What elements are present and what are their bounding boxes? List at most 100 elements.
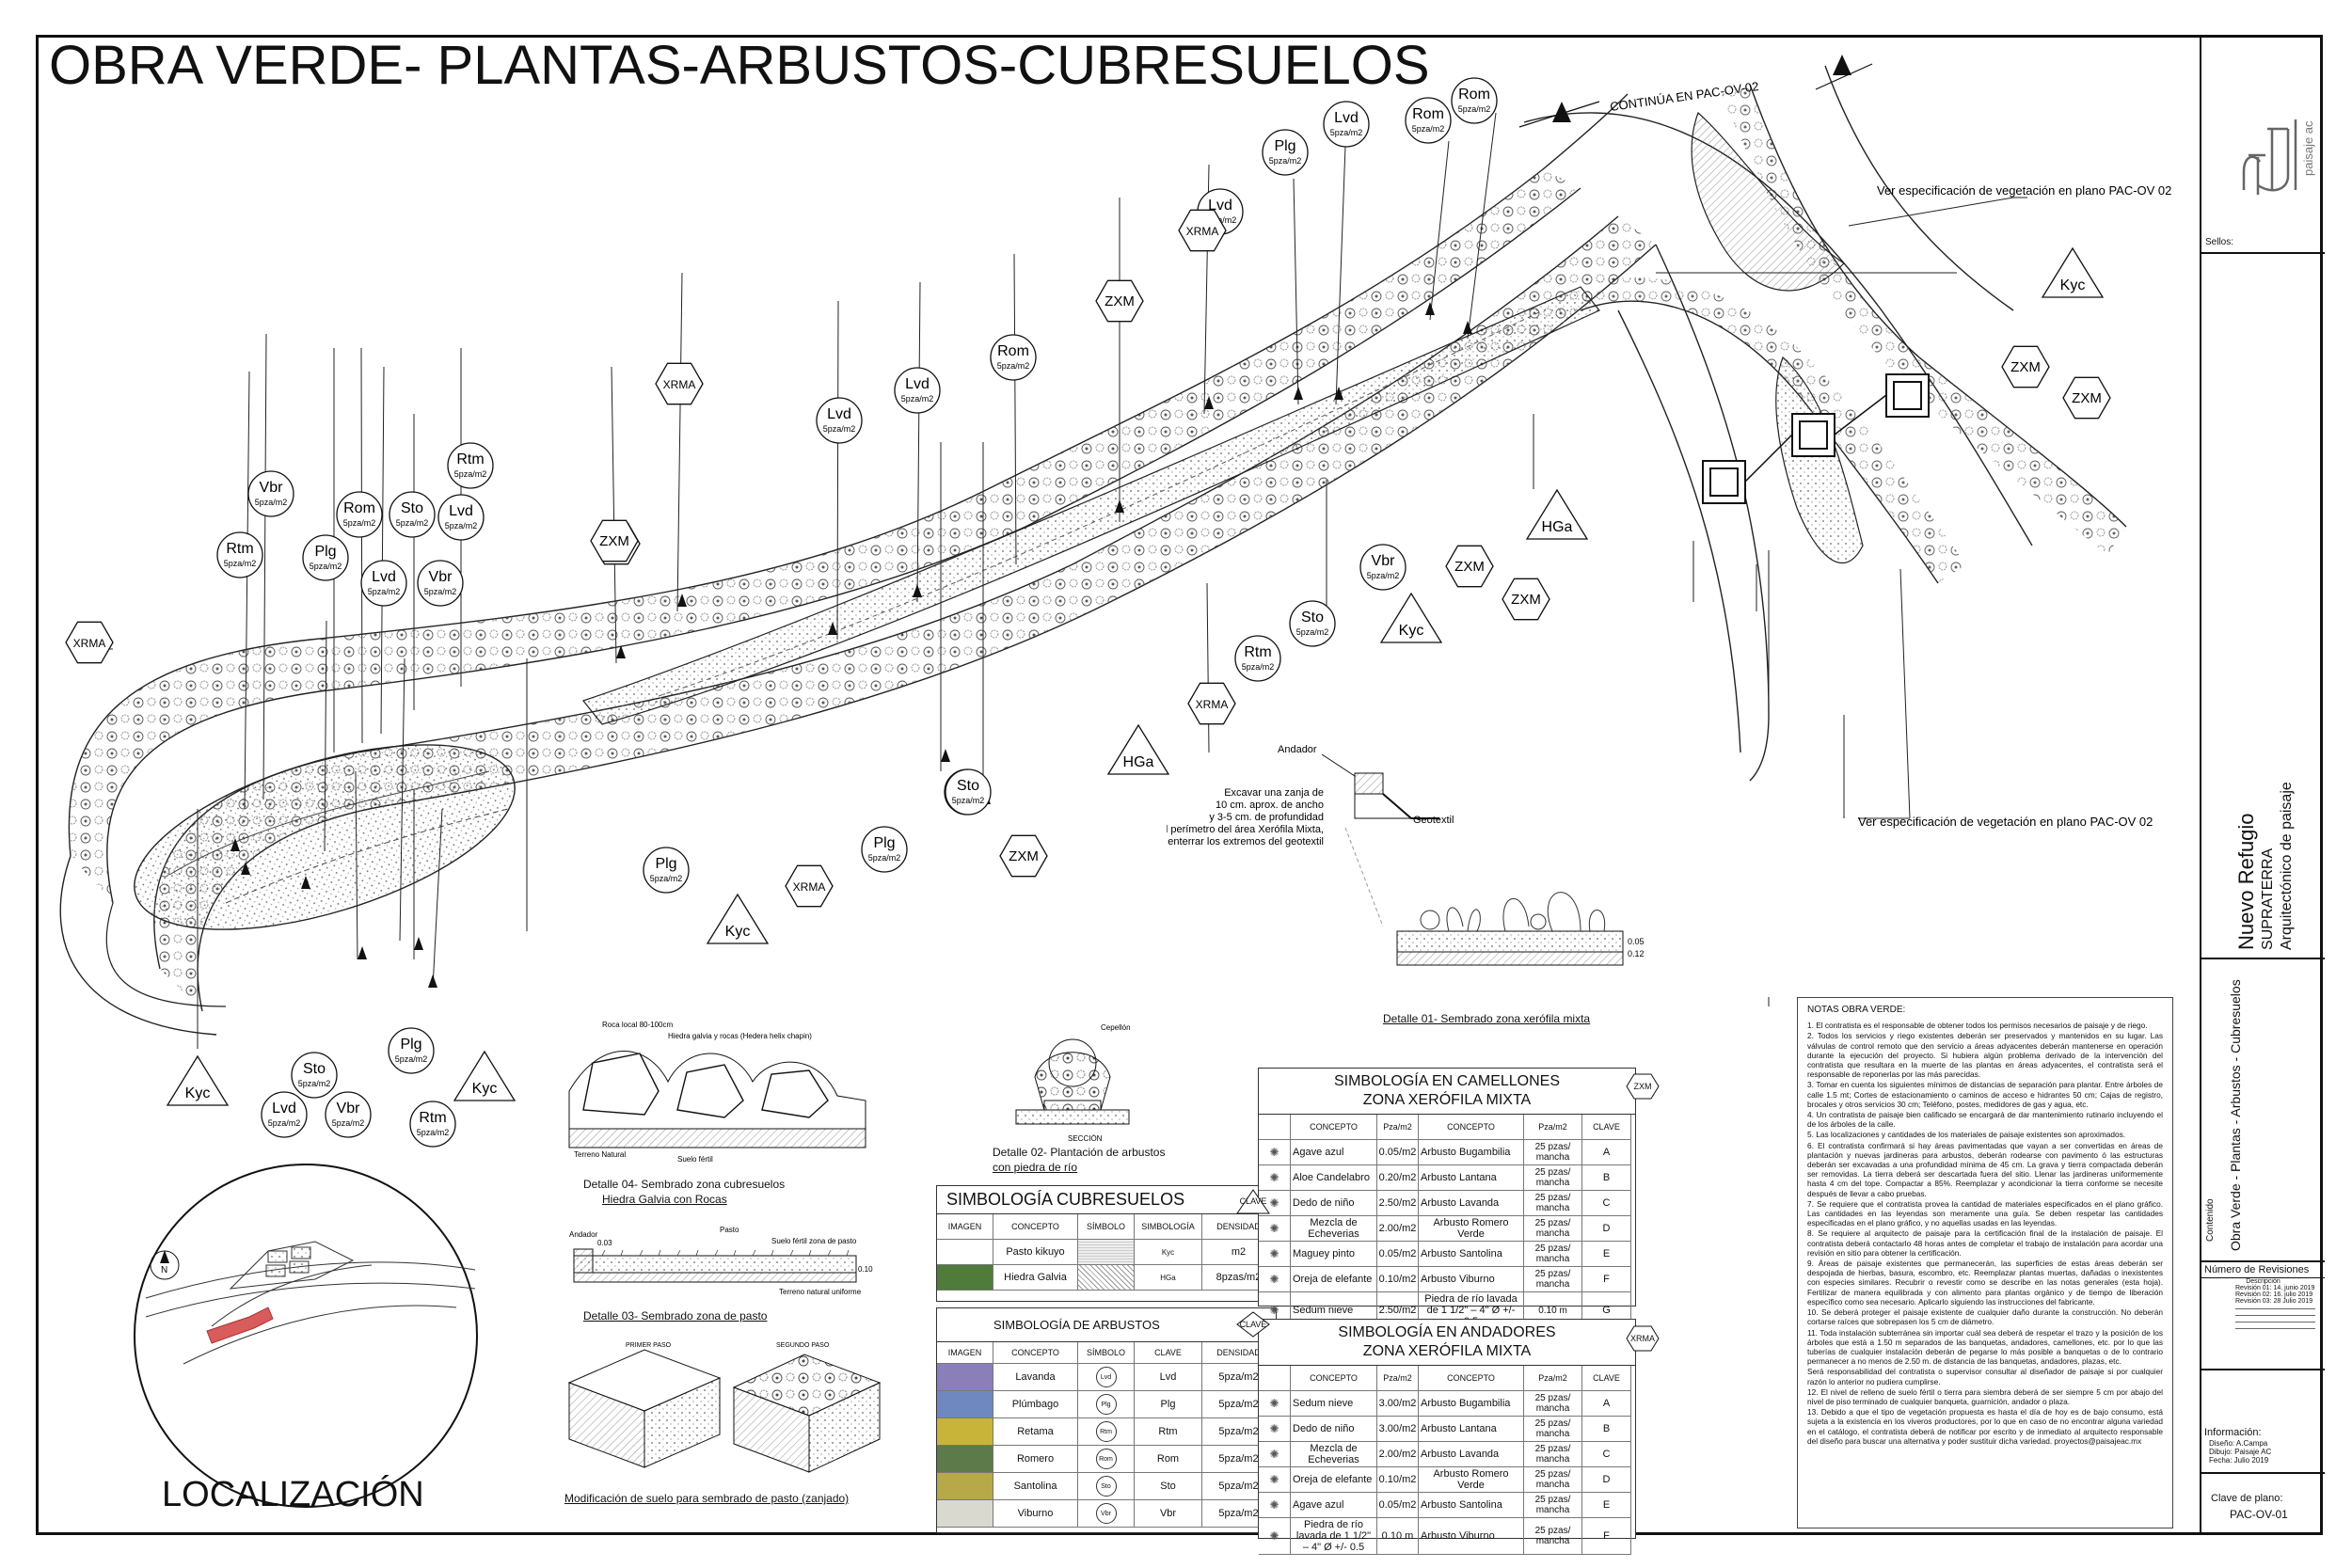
table-andadores-title: SIMBOLOGÍA EN ANDADORES ZONA XERÓFILA MI… xyxy=(1259,1320,1635,1366)
callout-density: 5pza/m2 xyxy=(417,1128,450,1137)
badge-clave-arb: CLAVE xyxy=(1235,1310,1271,1338)
note-item: 1. El contratista es el responsable de o… xyxy=(1807,1021,2148,1031)
table-camellones: SIMBOLOGÍA EN CAMELLONES ZONA XERÓFILA M… xyxy=(1258,1068,1636,1329)
table-cell-concepto: Retama xyxy=(993,1418,1078,1446)
badge-clave-cub: CLAVE xyxy=(1235,1187,1271,1215)
road-curve-left-2 xyxy=(105,902,227,1007)
note-item: 9. Áreas de paisaje existentes que perma… xyxy=(1807,1259,2163,1307)
table-cell-clave: B xyxy=(1582,1165,1631,1191)
project-type: Arquitectónico de paisaje xyxy=(2279,782,2295,950)
symbol-circle: Plg xyxy=(1095,1394,1117,1415)
callout-density: 5pza/m2 xyxy=(901,394,934,404)
callout-density: 5pza/m2 xyxy=(1242,662,1275,672)
hex-xrma: XRMA xyxy=(785,864,834,908)
table-cell-concepto: Agave azul xyxy=(1291,1493,1377,1518)
sheet-frame xyxy=(36,35,2323,1535)
symbol-circle: Vbr xyxy=(1095,1503,1117,1524)
table-cell-concepto: Piedra de río lavada de 1 1/2" – 4" Ø +/… xyxy=(1291,1518,1377,1555)
site-plan: Rom5pza/m2Rom5pza/m2Lvd5pza/m2Plg5pza/m2… xyxy=(59,55,2171,1148)
detail-04-drawing: Roca local 80-100cm Hiedra galvia y roca… xyxy=(568,1021,866,1164)
revision-3: Revisión 03: 28 Julio 2019 xyxy=(2235,1298,2313,1305)
callout-code: Sto xyxy=(401,500,423,516)
table-symbol xyxy=(1078,1240,1135,1265)
callout-density: 5pza/m2 xyxy=(255,498,288,507)
table-header: CONCEPTO xyxy=(1419,1115,1524,1140)
table-cell-clave: B xyxy=(1582,1417,1631,1442)
table-header: IMAGEN xyxy=(937,1214,993,1240)
table-cell-pza: 0.10 m xyxy=(1377,1518,1419,1555)
table-cell-pza-2: 25 pzas/ mancha xyxy=(1524,1165,1582,1191)
table-cell-concepto-2: Arbusto Lantana xyxy=(1419,1417,1524,1442)
table-image xyxy=(937,1240,993,1265)
table-cell-clave: Sto xyxy=(1135,1473,1202,1500)
hex-zxm: ZXM xyxy=(999,834,1048,878)
table-symbol: Rtm xyxy=(1078,1418,1135,1446)
table-cell-pza-2: 25 pzas/ mancha xyxy=(1524,1467,1582,1493)
table-plant-icon: ✺ xyxy=(1259,1518,1291,1555)
page-title: OBRA VERDE- PLANTAS-ARBUSTOS-CUBRESUELOS xyxy=(49,35,1430,96)
table-header: SÍMBOLO xyxy=(1078,1342,1135,1364)
note-item: 8. Se requiere al arquitecto de paisaje … xyxy=(1807,1228,2163,1258)
table-cell-concepto: Lavanda xyxy=(993,1364,1078,1391)
svg-text:PRIMER PASO: PRIMER PASO xyxy=(626,1342,672,1349)
plant-icon: ✺ xyxy=(1269,1473,1279,1486)
excavar-note: Excavar una zanja de 10 cm. aprox. de an… xyxy=(1167,787,1324,847)
plant-icon: ✺ xyxy=(1269,1247,1279,1260)
triangle-kyc: Kyc xyxy=(1379,592,1443,643)
location-title: LOCALIZACIÓN xyxy=(162,1475,424,1514)
table-header: Pza/m2 xyxy=(1377,1366,1419,1391)
callout-code: Rom xyxy=(997,343,1029,359)
detail-05-caption: Modificación de suelo para sembrado de p… xyxy=(564,1492,850,1505)
project-client: SUPRATERRA xyxy=(2260,847,2276,950)
callout-density: 5pza/m2 xyxy=(952,796,985,805)
location-map: N xyxy=(134,1164,478,1508)
svg-text:10 cm. aprox. de ancho: 10 cm. aprox. de ancho xyxy=(1216,800,1324,811)
hex-xrma: XRMA xyxy=(1178,209,1227,252)
callout-density: 5pza/m2 xyxy=(454,469,487,479)
table-cell-pza: 3.00/m2 xyxy=(1377,1391,1419,1417)
title-block-content: Contenido Obra Verde - Plantas - Arbusto… xyxy=(2201,959,2325,1262)
hex-xrma: XRMA xyxy=(1187,682,1236,725)
svg-text:Kyc: Kyc xyxy=(725,924,751,940)
table-cell-pza-2: 25 pzas/ mancha xyxy=(1524,1267,1582,1292)
table-andadores-title-2: ZONA XERÓFILA MIXTA xyxy=(1362,1343,1532,1359)
contenido-label: Contenido xyxy=(2205,1198,2216,1242)
detail-02-drawing: SECCIÓN Cepellón xyxy=(1015,1023,1131,1143)
callout-density: 5pza/m2 xyxy=(823,424,856,434)
table-cell-clave: E xyxy=(1582,1493,1631,1518)
table-image xyxy=(937,1265,993,1291)
title-block-logo: paisaje ac Sellos: xyxy=(2201,35,2325,254)
table-cell-concepto-2: Arbusto Lavanda xyxy=(1419,1191,1524,1216)
table-cubresuelos-title: SIMBOLOGÍA CUBRESUELOS xyxy=(937,1186,1276,1214)
callout-density: 5pza/m2 xyxy=(368,587,401,596)
table-header: SIMBOLOGÍA xyxy=(1135,1214,1202,1240)
table-cell-concepto-2: Arbusto Bugambilia xyxy=(1419,1140,1524,1165)
north-arrow-top-1 xyxy=(1518,101,1600,128)
table-header-img xyxy=(1259,1366,1291,1391)
geotextil-label: Geotextil xyxy=(1413,815,1454,826)
detail-01-caption: Detalle 01- Sembrado zona xerófila mixta xyxy=(1383,1012,1591,1025)
plan-key-label: Clave de plano: xyxy=(2211,1493,2283,1504)
svg-text:Suelo fértil zona de pasto: Suelo fértil zona de pasto xyxy=(771,1237,857,1245)
info-fecha: Fecha: Julio 2019 xyxy=(2209,1456,2269,1465)
table-header-img xyxy=(1259,1115,1291,1140)
table-cell-concepto-2: Arbusto Lantana xyxy=(1419,1165,1524,1191)
svg-text:Roca local 80-100cm: Roca local 80-100cm xyxy=(602,1021,673,1029)
callout-density: 5pza/m2 xyxy=(298,1079,331,1088)
table-image xyxy=(937,1473,993,1500)
table-cell-concepto-2: Arbusto Romero Verde xyxy=(1419,1216,1524,1242)
table-plant-icon: ✺ xyxy=(1259,1191,1291,1216)
svg-text:XRMA: XRMA xyxy=(793,880,826,894)
table-cell-clave: E xyxy=(1582,1242,1631,1267)
planting-strip-right-2 xyxy=(1581,277,1966,583)
svg-text:0.05: 0.05 xyxy=(1628,937,1645,946)
plant-icon: ✺ xyxy=(1269,1171,1279,1184)
svg-text:Kyc: Kyc xyxy=(1399,623,1424,639)
svg-text:Pasto: Pasto xyxy=(720,1226,739,1234)
